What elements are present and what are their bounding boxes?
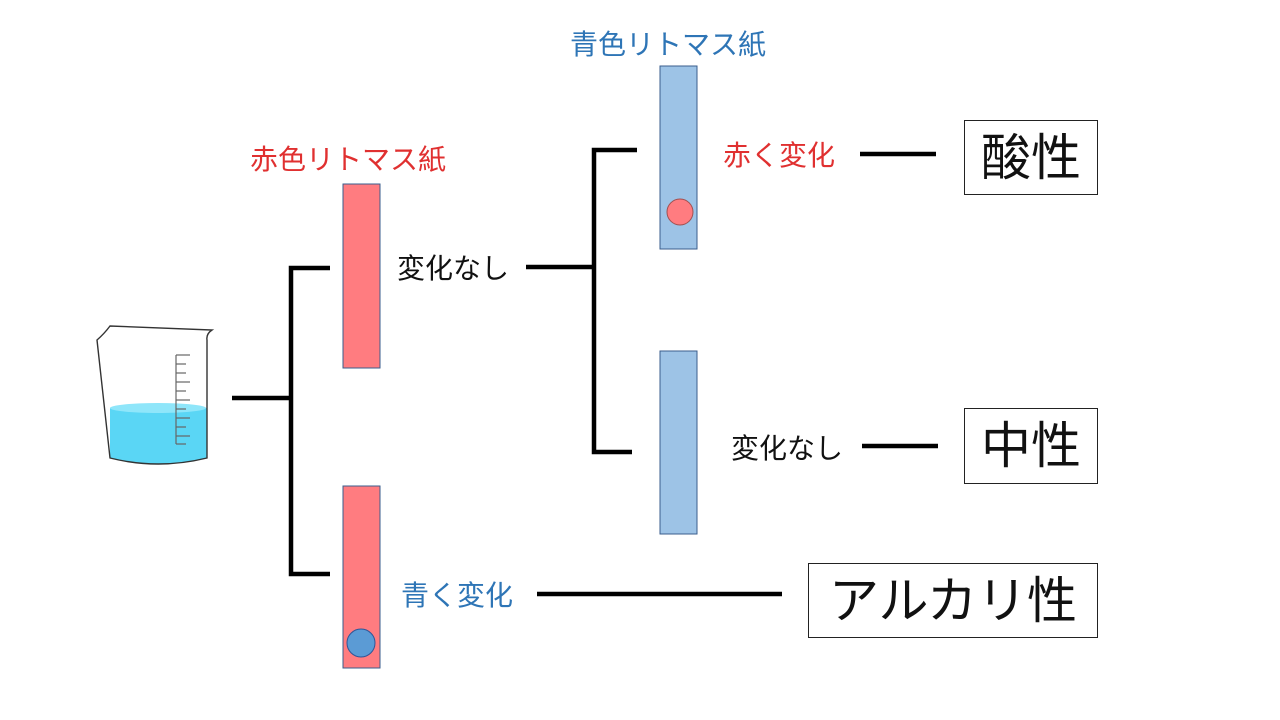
red-branch-bracket [288,265,330,577]
no-change-label-blue-litmus: 変化なし [731,432,844,465]
beaker-graduations [175,354,190,445]
result-box-acidic: 酸性 [964,120,1098,195]
no-change-label-red-litmus: 変化なし [397,252,510,285]
blue-branch-bracket [591,147,637,455]
blue-litmus-strip-bottom [659,350,698,535]
result-acidic-text: 酸性 [981,128,1081,187]
beaker-outline [96,325,215,465]
blue-spot-on-red-litmus [346,628,376,658]
beaker-liquid [110,404,207,464]
beaker-icon [96,325,215,465]
blue-change-label: 青く変化 [401,579,514,612]
result-alkaline-text: アルカリ性 [829,571,1077,630]
result-neutral-text: 中性 [981,417,1081,475]
beaker-liquid-surface [110,403,206,413]
result-box-neutral: 中性 [964,408,1098,484]
red-litmus-strip-top [342,183,381,369]
flow-lines [232,147,938,597]
red-change-label: 赤く変化 [723,139,836,172]
red-litmus-title: 赤色リトマス紙 [250,143,447,176]
result-box-alkaline: アルカリ性 [808,563,1098,638]
red-spot-on-blue-litmus [666,198,694,226]
blue-litmus-title: 青色リトマス紙 [570,28,767,61]
